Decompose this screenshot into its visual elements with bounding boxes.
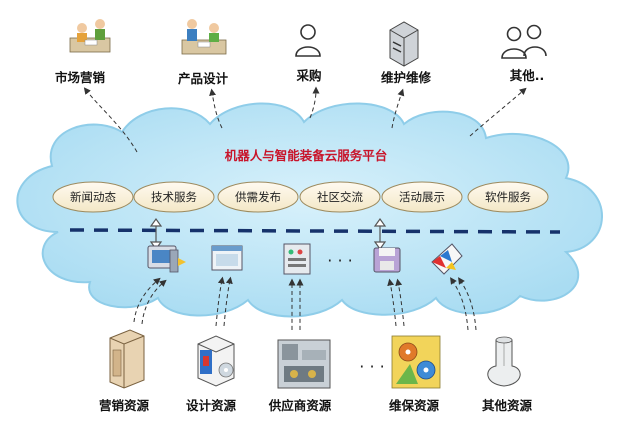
cabinet-icon	[109, 329, 145, 389]
bottom-node-label-marketing-resources[interactable]: 营销资源	[99, 398, 150, 413]
service-label: 软件服务	[485, 190, 531, 204]
server-icon	[389, 21, 419, 67]
bottom-node-label-design-resources[interactable]: 设计资源	[186, 398, 237, 413]
user-icon	[295, 24, 321, 57]
computer-icon	[147, 245, 186, 273]
service-label: 活动展示	[399, 190, 445, 204]
bottom-node-label-supplier-resources[interactable]: 供应商资源	[268, 398, 332, 413]
service-pill-tech[interactable]: 技术服务	[133, 181, 215, 213]
cloud-app-icons: · · ·	[147, 243, 463, 275]
top-node-label-other[interactable]: 其他..	[510, 68, 545, 83]
top-node-label-purchase[interactable]: 采购	[295, 68, 321, 83]
service-label: 供需发布	[235, 190, 281, 204]
service-label: 技术服务	[151, 190, 197, 204]
platform-title: 机器人与智能装备云服务平台	[225, 148, 388, 163]
control-panel-icon	[283, 243, 311, 275]
top-node-label-design[interactable]: 产品设计	[178, 71, 229, 86]
service-pill-community[interactable]: 社区交流	[299, 181, 381, 213]
service-label: 社区交流	[317, 190, 363, 204]
service-label: 新闻动态	[70, 190, 116, 204]
top-node-icons	[69, 19, 547, 67]
service-pills: 新闻动态 技术服务 供需发布 社区交流 活动展示 软件服务	[52, 181, 549, 213]
top-node-label-maintenance[interactable]: 维护维修	[381, 70, 432, 85]
top-node-label-marketing[interactable]: 市场营销	[55, 70, 106, 85]
bottom-node-label-maintenance-resources[interactable]: 维保资源	[389, 398, 440, 413]
service-pill-software[interactable]: 软件服务	[467, 181, 549, 213]
service-pill-news[interactable]: 新闻动态	[52, 181, 134, 213]
bottom-node-labels: 营销资源 设计资源 供应商资源 维保资源 其他资源	[99, 398, 533, 413]
top-connectors	[83, 86, 527, 153]
service-pill-supply[interactable]: 供需发布	[217, 181, 299, 213]
color-palette-icon	[431, 243, 463, 275]
users-icon	[501, 24, 547, 59]
design-people-icon	[181, 19, 227, 55]
ellipsis-mid: · · ·	[327, 251, 352, 270]
bottom-connectors	[133, 276, 477, 331]
service-pill-events[interactable]: 活动展示	[381, 181, 463, 213]
pipe-part-icon	[487, 336, 521, 387]
floppy-icon	[373, 247, 401, 273]
bottom-node-label-other-resources[interactable]: 其他资源	[482, 398, 533, 413]
bottom-node-icons: · · ·	[109, 329, 521, 389]
factory-icon	[277, 339, 331, 389]
svg-text:· · ·: · · ·	[327, 251, 352, 270]
dashed-separator	[69, 228, 561, 234]
top-node-labels: 市场营销 产品设计 采购 维护维修 其他..	[55, 68, 544, 86]
market-people-icon	[69, 19, 111, 53]
window-icon	[211, 245, 243, 271]
cd-parts-icon	[391, 335, 441, 389]
ellipsis-bottom: · · ·	[359, 357, 384, 376]
software-box-icon	[197, 335, 235, 387]
